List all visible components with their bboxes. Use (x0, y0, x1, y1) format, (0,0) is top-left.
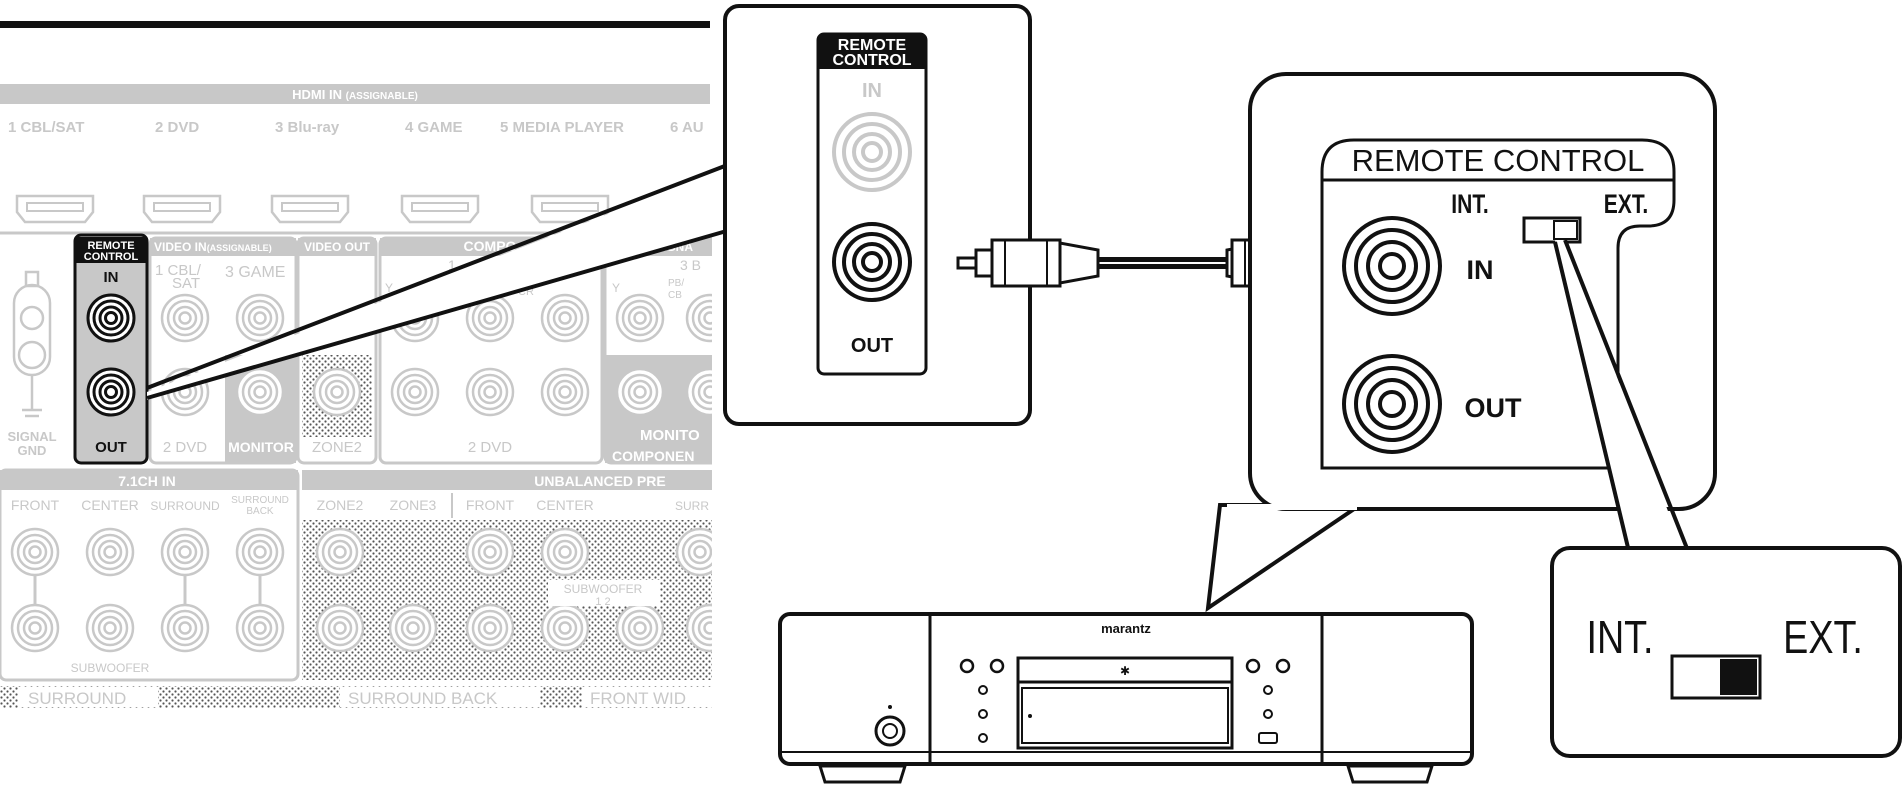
callout-out-jack (832, 222, 912, 302)
hdmi-in-header: HDMI IN (ASSIGNABLE) (292, 87, 418, 102)
signal-gnd-terminal: SIGNAL GND (7, 270, 57, 458)
svg-text:MONITO: MONITO (640, 427, 700, 444)
svg-text:Y: Y (612, 281, 620, 295)
svg-text:SAT: SAT (172, 275, 200, 292)
hdmi-input-2-label: 2 DVD (155, 119, 199, 136)
player-remote-in-label: IN (1467, 255, 1494, 285)
svg-text:SURROUND: SURROUND (28, 689, 126, 708)
panel-remote-in-label: IN (104, 269, 119, 286)
svg-text:VIDEO IN(ASSIGNABLE): VIDEO IN(ASSIGNABLE) (154, 240, 272, 254)
panel-remote-out-label: OUT (95, 439, 127, 456)
svg-text:Y: Y (385, 281, 393, 295)
hdmi-input-6-label: 6 AU (670, 119, 704, 136)
svg-text:SURR: SURR (675, 499, 709, 513)
player-button[interactable] (989, 658, 1005, 674)
panel-71ch-in-section: 7.1CH IN FRONT CENTER SURROUND SURROUND … (0, 468, 300, 682)
panel-component-right-section: SIGNA 3 B Y PB/ CB MONITO COMPONEN (603, 236, 735, 465)
svg-text:1: 1 (448, 257, 456, 273)
svg-text:VIDEO OUT: VIDEO OUT (304, 240, 371, 254)
panel-unbalanced-pre-section: UNBALANCED PRE ZONE2 ZONE3 FRONT CENTER … (302, 470, 735, 680)
svg-text:FRONT WID: FRONT WID (590, 689, 686, 708)
callout-out-label: OUT (851, 335, 893, 357)
callout-in-label: IN (862, 80, 882, 102)
svg-text:CENTER: CENTER (81, 497, 139, 513)
svg-text:SUBWOOFER: SUBWOOFER (71, 661, 150, 675)
svg-text:MONITOR: MONITOR (228, 439, 294, 455)
marantz-player: marantz ✱ (778, 612, 1474, 784)
receiver-rear-panel: HDMI IN (ASSIGNABLE) 1 CBL/SAT 2 DVD 3 B… (0, 21, 740, 708)
svg-text:SURROUND: SURROUND (231, 495, 289, 506)
callout-remote-control-title-2: CONTROL (832, 52, 911, 69)
svg-text:CB: CB (668, 290, 682, 301)
player-button[interactable] (1263, 685, 1273, 695)
ch71-in-label: 7.1CH IN (118, 473, 176, 489)
player-button[interactable] (1245, 658, 1261, 674)
svg-text:SURROUND: SURROUND (150, 499, 220, 513)
player-button[interactable] (959, 658, 975, 674)
player-button[interactable] (1275, 658, 1291, 674)
svg-text:3 GAME: 3 GAME (225, 264, 285, 281)
zoom-ext-label: EXT. (1783, 611, 1863, 662)
panel-bottom-strip: SURROUND SURROUND BACK FRONT WID (0, 686, 722, 708)
remote-control-zoom-callout: REMOTE CONTROL IN OUT (146, 4, 1032, 426)
svg-text:PB/: PB/ (668, 278, 684, 289)
player-remote-out-label: OUT (1465, 393, 1523, 423)
panel-video-out-section: VIDEO OUT ZONE2 (296, 236, 378, 465)
svg-text:COMPONEN: COMPONEN (612, 448, 694, 464)
unbalanced-pre-label: UNBALANCED PRE (534, 473, 665, 489)
usb-port-icon (1258, 732, 1278, 744)
disc-tray-icon: ✱ (1120, 664, 1130, 678)
panel-remote-control-label-2: CONTROL (84, 251, 139, 263)
svg-text:SUBWOOFER: SUBWOOFER (564, 582, 643, 596)
hdmi-input-3-label: 3 Blu-ray (275, 119, 340, 136)
svg-text:3 B: 3 B (680, 257, 701, 273)
player-brand-logo: marantz (1101, 621, 1151, 636)
callout-remote-control-title: REMOTE (838, 37, 907, 54)
player-remote-in-jack[interactable] (1342, 216, 1442, 316)
hdmi-input-1-label: 1 CBL/SAT (8, 119, 84, 136)
player-switch-int-label: INT. (1451, 190, 1488, 220)
svg-text:FRONT: FRONT (11, 497, 60, 513)
player-button[interactable] (1263, 709, 1273, 719)
zoom-int-label: INT. (1586, 611, 1653, 662)
hdmi-input-5-label: 5 MEDIA PLAYER (500, 119, 624, 136)
zoom-int-ext-switch[interactable] (1670, 654, 1762, 700)
signal-gnd-label-2: GND (18, 443, 47, 458)
switch-zoom-callout: INT. EXT. (1550, 239, 1902, 758)
player-switch-ext-label: EXT. (1604, 190, 1648, 220)
svg-text:1 2: 1 2 (595, 596, 610, 608)
player-button[interactable] (978, 685, 988, 695)
svg-text:FRONT: FRONT (466, 497, 515, 513)
svg-text:COMPO: COMPO (464, 238, 517, 254)
player-button[interactable] (978, 709, 988, 719)
callout-in-jack (832, 112, 912, 192)
svg-text:1 CBL/: 1 CBL/ (155, 262, 202, 279)
svg-text:SURROUND BACK: SURROUND BACK (348, 689, 498, 708)
panel-remote-control-label: REMOTE (87, 240, 134, 252)
svg-text:ZONE2: ZONE2 (317, 497, 364, 513)
svg-text:ZONE2: ZONE2 (312, 439, 362, 456)
svg-text:2 DVD: 2 DVD (468, 439, 512, 456)
signal-gnd-label: SIGNAL (7, 429, 56, 444)
svg-text:BACK: BACK (246, 506, 274, 517)
svg-text:2 DVD: 2 DVD (163, 439, 207, 456)
svg-text:CENTER: CENTER (536, 497, 594, 513)
panel-remote-control-section: REMOTE CONTROL IN OUT (73, 233, 149, 465)
player-button[interactable] (978, 733, 988, 743)
player-int-ext-switch[interactable] (1522, 216, 1582, 244)
hdmi-input-4-label: 4 GAME (405, 119, 463, 136)
player-remote-control-title: REMOTE CONTROL (1352, 143, 1645, 178)
svg-text:ZONE3: ZONE3 (390, 497, 437, 513)
player-remote-out-jack (1342, 354, 1442, 454)
